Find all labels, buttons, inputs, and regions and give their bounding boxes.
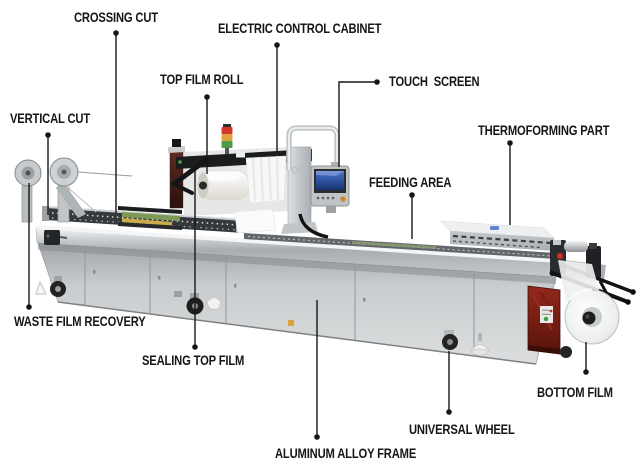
leader-line-thermoforming-part	[507, 140, 513, 225]
aluminum-alloy-frame-body	[35, 225, 606, 365]
electric-panel-red	[527, 285, 561, 355]
label-vertical-cut: VERTICAL CUT	[10, 110, 91, 126]
leader-line-aluminum-alloy-frame	[314, 300, 320, 440]
film-web	[233, 155, 287, 234]
label-electric-control-cabinet: ELECTRIC CONTROL CABINET	[218, 20, 382, 36]
power-cable	[298, 213, 329, 239]
bottom-film-roll-part	[564, 288, 620, 345]
touch-screen-panel	[310, 162, 350, 213]
label-crossing-cut: CROSSING CUT	[74, 9, 158, 25]
leader-line-waste-film-recovery	[26, 183, 32, 310]
leader-line-touch-screen	[338, 79, 380, 167]
top-film-roll-part	[197, 170, 250, 201]
guide-roller	[564, 241, 588, 252]
red-knob	[557, 253, 563, 259]
film-guide-rails	[118, 206, 182, 230]
label-sealing-top-film: SEALING TOP FILM	[142, 352, 245, 368]
bottom-film-station	[527, 240, 636, 358]
thermoforming-part-tray	[439, 220, 555, 251]
waste-film-recovery-rolls	[14, 157, 133, 223]
label-aluminum-alloy-frame: ALUMINUM ALLOY FRAME	[275, 445, 417, 461]
leader-line-electric-control-cabinet	[274, 42, 280, 152]
left-drive-motor	[44, 230, 68, 245]
forming-station	[168, 124, 350, 239]
station-top-beam	[176, 149, 312, 169]
label-touch-screen: TOUCH SCREEN	[389, 73, 480, 89]
leader-line-crossing-cut	[113, 30, 119, 213]
touch-screen-display	[316, 171, 344, 190]
leader-line-sealing-top-film	[192, 168, 198, 350]
leader-lines	[26, 30, 589, 440]
label-thermoforming-part: THERMOFORMING PART	[478, 122, 610, 138]
label-universal-wheel: UNIVERSAL WHEEL	[409, 421, 515, 437]
leader-line-feeding-area	[409, 192, 415, 239]
signal-tower-light	[221, 124, 233, 154]
leader-line-bottom-film	[583, 342, 589, 375]
feeding-conveyor	[244, 233, 556, 259]
leader-line-universal-wheel	[446, 351, 452, 415]
label-feeding-area: FEEDING AREA	[369, 174, 452, 190]
label-waste-film-recovery: WASTE FILM RECOVERY	[14, 313, 146, 329]
leader-line-vertical-cut	[45, 132, 51, 215]
label-top-film-roll: TOP FILM ROLL	[160, 71, 244, 87]
leader-line-top-film-roll	[204, 94, 210, 174]
label-bottom-film: BOTTOM FILM	[537, 384, 613, 400]
